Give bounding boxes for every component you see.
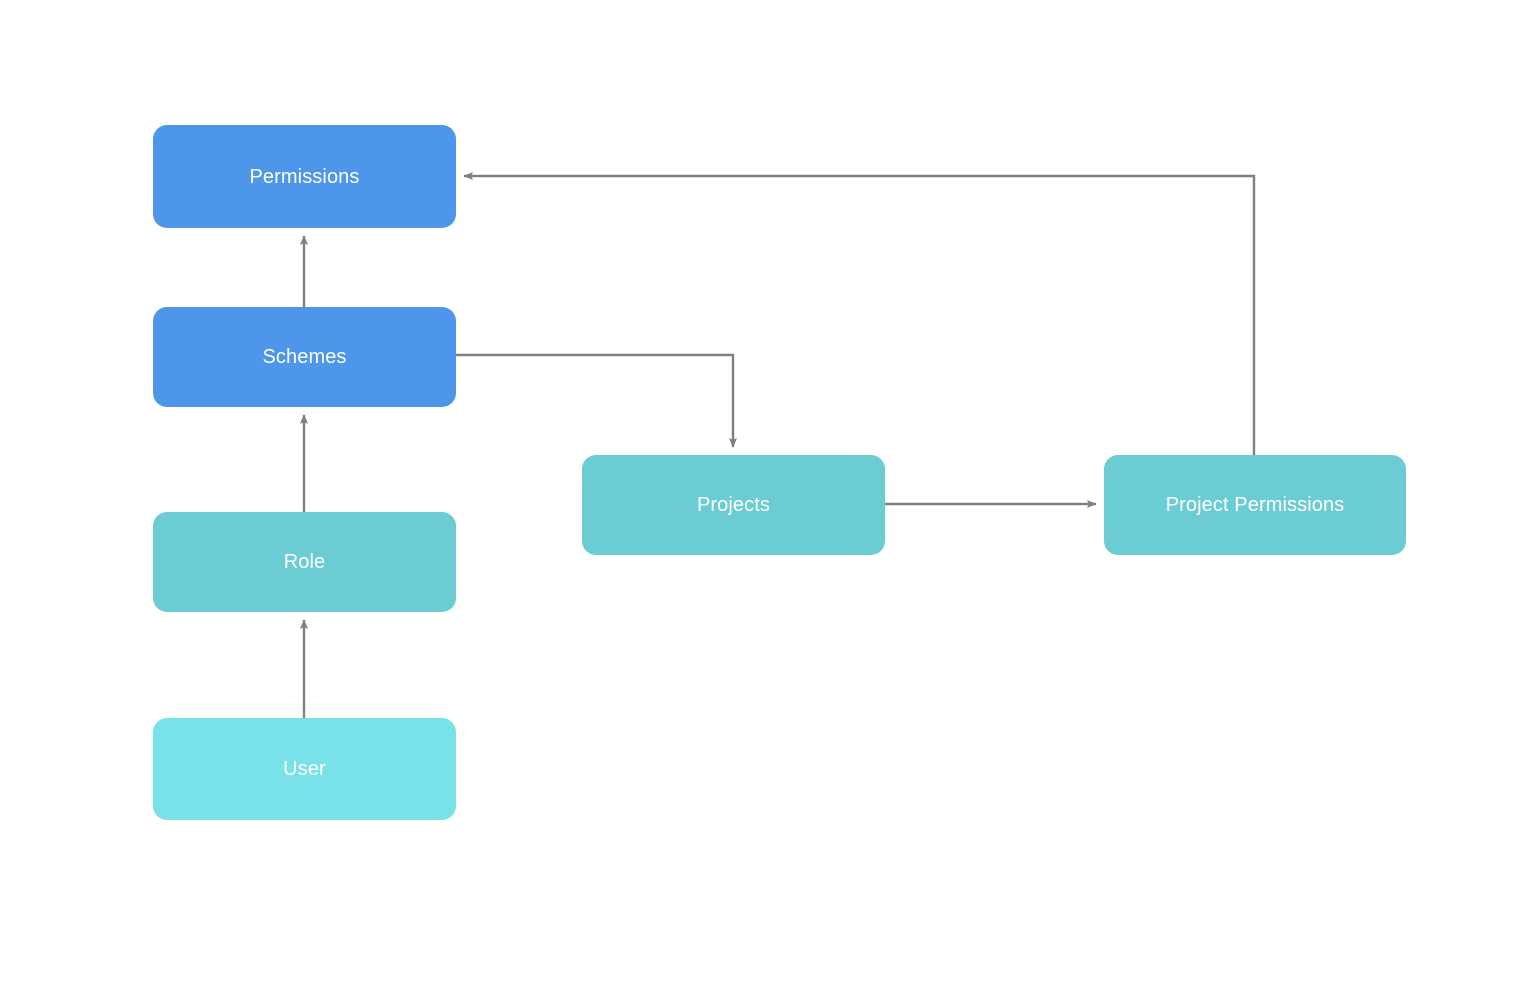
node-label-permissions: Permissions xyxy=(249,165,360,188)
edge-schemes-to-projects xyxy=(456,353,737,448)
node-label-schemes: Schemes xyxy=(262,346,347,368)
node-label-user: User xyxy=(283,758,326,780)
node-project-permissions[interactable]: Project Permissions xyxy=(1104,455,1406,555)
node-user[interactable]: User xyxy=(153,718,456,820)
node-label-role: Role xyxy=(283,551,326,573)
node-label-project-permissions: Project Permissions xyxy=(1165,494,1345,516)
edge-group xyxy=(300,172,1256,718)
node-projects[interactable]: Projects xyxy=(582,455,885,555)
node-schemes[interactable]: Schemes xyxy=(153,307,456,407)
node-role[interactable]: Role xyxy=(153,512,456,612)
edge-project-permissions-to-permissions xyxy=(463,172,1256,455)
node-permissions[interactable]: Permissions xyxy=(153,125,456,228)
node-label-projects: Projects xyxy=(696,494,771,516)
